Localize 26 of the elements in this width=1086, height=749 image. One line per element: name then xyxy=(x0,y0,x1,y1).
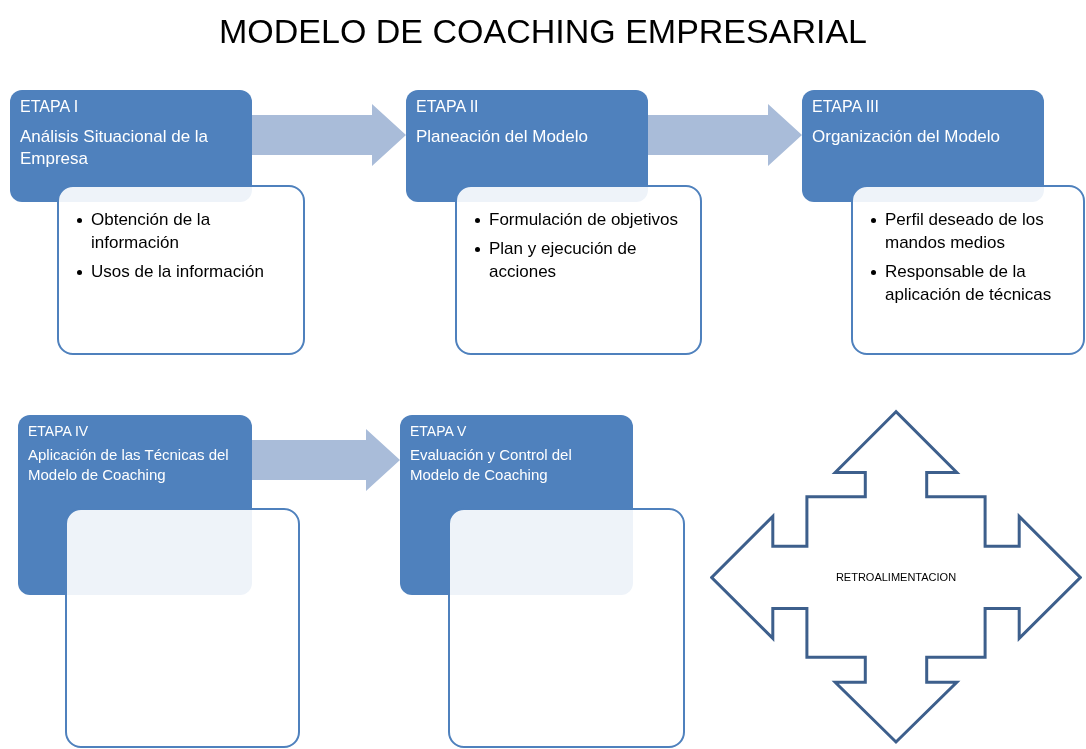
detail-card xyxy=(57,185,305,355)
stage-title: Planeación del Modelo xyxy=(416,126,589,148)
stage-label: ETAPA IV xyxy=(28,423,90,439)
arrow-label: RETROALIMENTACION xyxy=(835,570,957,583)
bullet-item: Formulación de objetivos xyxy=(475,209,692,232)
block-arrow xyxy=(252,104,406,166)
bullet-item: Usos de la información xyxy=(77,260,295,284)
diagram-title: MODELO DE COACHING EMPRESARIAL xyxy=(218,12,868,51)
bullet-item: Obtención de la información xyxy=(77,209,295,255)
stage-label: ETAPA III xyxy=(812,98,880,116)
stage-label: ETAPA II xyxy=(416,98,480,116)
stage-label: ETAPA I xyxy=(20,98,80,116)
detail-card xyxy=(455,185,702,355)
block-arrow xyxy=(252,429,400,491)
stage-title: Aplicación de las Técnicas del Modelo de Coaching xyxy=(28,445,230,484)
bullet-item: Plan y ejecución de acciones xyxy=(475,237,692,284)
bullet-item: Perfil deseado de los mandos medios xyxy=(871,209,1075,255)
stage-title: Evaluación y Control del Modelo de Coaching xyxy=(410,445,573,484)
block-arrow xyxy=(648,104,802,166)
detail-card xyxy=(851,185,1085,355)
stage-label: ETAPA V xyxy=(410,423,468,439)
bullet-item: Responsable de la aplicación de técnicas xyxy=(871,260,1075,307)
empty-card xyxy=(448,508,685,748)
stage-title: Organización del Modelo xyxy=(812,126,1002,148)
stage-title: Análisis Situacional de la Empresa xyxy=(20,126,210,171)
empty-card xyxy=(65,508,300,748)
